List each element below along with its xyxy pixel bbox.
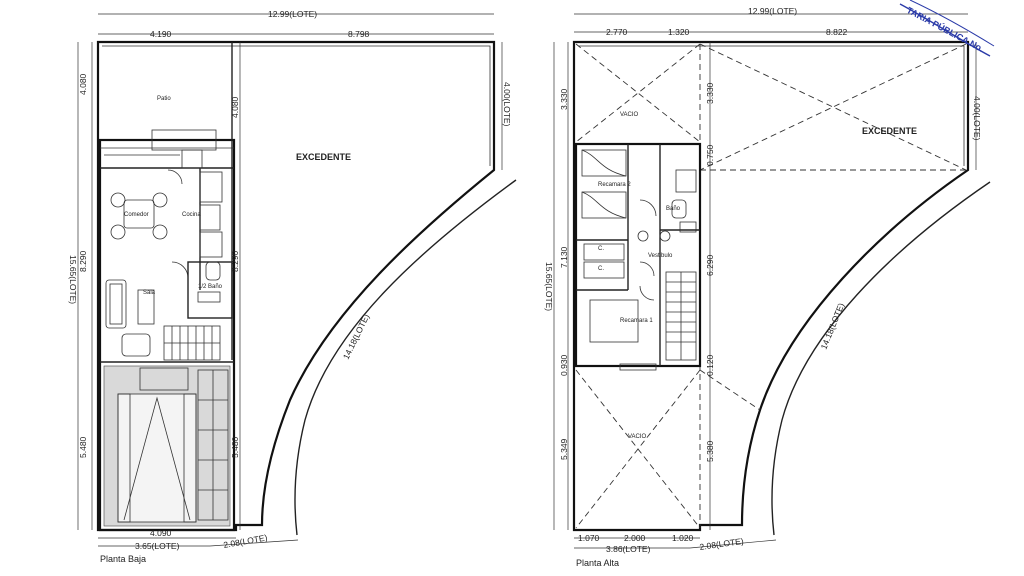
upper-void-bottom xyxy=(575,369,761,529)
toilet-icon xyxy=(205,261,221,281)
upper-dim-left-bot: 5.349 xyxy=(559,438,569,460)
upper-dim-bottom-b: 2.000 xyxy=(624,533,646,543)
upper-dim-inner-bot: 5.380 xyxy=(705,440,715,462)
upper-floor-plan: 12.99(LOTE) 2.770 1.320 8.822 15.65(LOTE… xyxy=(544,0,995,568)
upper-dim-diagonal: 14.18(LOTE) xyxy=(819,301,847,350)
ground-diagonal-boundary xyxy=(294,179,517,536)
ground-room-comedor: Comedor xyxy=(124,212,149,218)
upper-dim-left-top: 3.330 xyxy=(559,88,569,110)
ground-dim-left-mid: 8.290 xyxy=(78,250,88,272)
upper-dim-left-low: 0.930 xyxy=(559,354,569,376)
coffee-table-icon xyxy=(137,289,155,325)
ground-house-footprint xyxy=(98,138,236,532)
ground-dim-top-left: 4.190 xyxy=(150,29,172,39)
upper-dim-bottom-a: 1.070 xyxy=(578,533,600,543)
upper-lot-outline xyxy=(572,40,970,532)
upper-house-block xyxy=(574,142,702,371)
ground-excedente-label: EXCEDENTE xyxy=(296,152,351,162)
ground-dimensions xyxy=(77,13,503,547)
upper-dim-left-total: 15.65(LOTE) xyxy=(544,262,554,311)
upper-dim-right-edge: 4.00(LOTE) xyxy=(972,96,982,141)
upper-dim-top-total: 12.99(LOTE) xyxy=(748,6,797,16)
upper-room-vestibulo: Vestibulo xyxy=(648,253,673,259)
armchair-icon xyxy=(121,333,151,357)
sofa-icon xyxy=(105,279,127,329)
notary-stamp: TARIA PÚBLICA No. xyxy=(899,0,995,57)
upper-void-top xyxy=(575,43,967,171)
stamp-text: TARIA PÚBLICA No. xyxy=(905,4,986,54)
bed-icon xyxy=(581,191,627,219)
upper-dim-top-b: 1.320 xyxy=(668,27,690,37)
ground-dim-left-top: 4.080 xyxy=(78,73,88,95)
ground-dim-diagonal: 14.18(LOTE) xyxy=(341,312,372,361)
upper-dim-top-c: 8.822 xyxy=(826,27,848,37)
ground-caption: Planta Baja xyxy=(100,554,146,564)
upper-room-closet-a: C. xyxy=(598,246,604,252)
ground-dim-inner-bot: 5.480 xyxy=(230,436,240,458)
upper-dim-top-a: 2.770 xyxy=(606,27,628,37)
upper-dim-inner-top: 3.330 xyxy=(705,82,715,104)
ground-dim-left-bot: 5.480 xyxy=(78,436,88,458)
ground-floor-plan: 12.99(LOTE) 4.190 8.798 15.65(LOTE) 4.08… xyxy=(68,9,517,564)
upper-room-vacio-bottom: VACIO xyxy=(628,434,647,440)
upper-caption: Planta Alta xyxy=(576,558,619,568)
upper-room-rec1: Recamara 1 xyxy=(620,318,653,324)
upper-room-bano: Baño xyxy=(666,206,681,212)
ground-dim-bottom-lote: 3.65(LOTE) xyxy=(135,541,180,551)
upper-dim-inner-low: 0.120 xyxy=(705,354,715,376)
upper-dim-left-mid: 7.130 xyxy=(559,246,569,268)
ground-room-bano: 1/2 Baño xyxy=(198,284,223,290)
upper-excedente-label: EXCEDENTE xyxy=(862,126,917,136)
ground-dim-right-edge: 4.00(LOTE) xyxy=(502,82,512,127)
upper-dim-bottom-c: 1.020 xyxy=(672,533,694,543)
upper-dim-bottom-right: 2.08(LOTE) xyxy=(699,536,745,552)
bed-icon xyxy=(581,149,627,177)
bed-icon xyxy=(589,299,639,343)
garage-paving xyxy=(103,365,231,527)
upper-dim-inner-mid: 6.290 xyxy=(705,254,715,276)
ground-room-cocina: Cocina xyxy=(182,212,201,218)
upper-diagonal-boundary xyxy=(771,181,991,536)
upper-dim-bottom-lote: 3.86(LOTE) xyxy=(606,544,651,554)
upper-dim-inner-small: 0.750 xyxy=(705,144,715,166)
upper-room-rec2: Recamara 2 xyxy=(598,182,631,188)
ground-dim-inner-top: 4.080 xyxy=(230,96,240,118)
ground-dim-bottom-right: 2.08(LOTE) xyxy=(223,532,269,550)
ground-dim-top-total: 12.99(LOTE) xyxy=(268,9,317,19)
upper-room-vacio-top: VACIO xyxy=(620,112,639,118)
upper-stairs xyxy=(665,271,697,361)
upper-dimensions xyxy=(553,13,977,549)
ground-room-sala: Sala xyxy=(143,290,156,296)
upper-room-closet-b: C. xyxy=(598,266,604,272)
ground-room-patio: Patio xyxy=(157,96,171,102)
ground-dim-top-right: 8.798 xyxy=(348,29,370,39)
ground-stairs xyxy=(163,325,221,361)
ground-dim-inner-mid: 8.290 xyxy=(230,250,240,272)
dining-table-icon xyxy=(110,192,168,240)
ground-lot-outline xyxy=(96,40,496,532)
ground-dim-left-total: 15.65(LOTE) xyxy=(68,255,78,304)
toilet-icon xyxy=(671,199,687,219)
ground-dim-bottom-inner: 4.090 xyxy=(150,528,172,538)
